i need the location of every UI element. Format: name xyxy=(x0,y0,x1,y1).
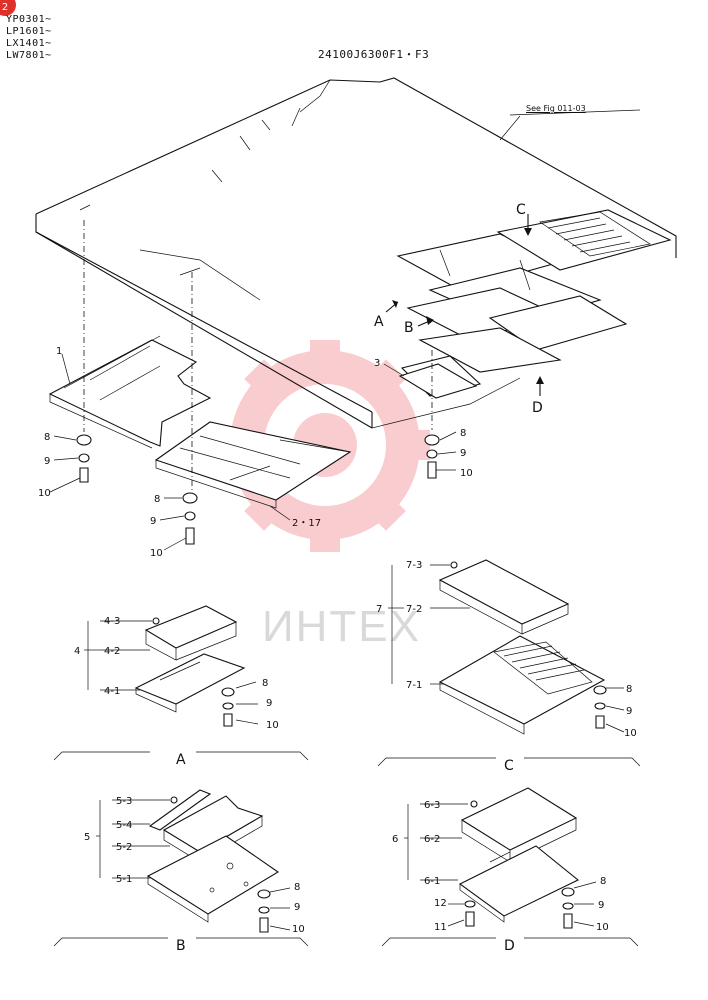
label-d-12: 12 xyxy=(434,898,447,909)
label-part-3: 3 xyxy=(374,358,380,369)
label-6-2: 6-2 xyxy=(424,834,440,845)
serial-range-1: YP0301~ xyxy=(6,14,52,25)
label-5-3: 5-3 xyxy=(116,796,132,807)
label-7-2: 7-2 xyxy=(406,604,422,615)
label-a-10: 10 xyxy=(266,720,279,731)
label-part-8a: 8 xyxy=(44,432,50,443)
label-part-10b: 10 xyxy=(150,548,163,559)
see-figure-reference[interactable]: See Fig 011-03 xyxy=(526,104,586,113)
detail-c: 7-3 7-2 7-1 7 8 9 10 C xyxy=(376,559,641,774)
label-part-9b: 9 xyxy=(150,516,156,527)
arrow-label-b: B xyxy=(404,320,414,336)
serial-range-3: LX1401~ xyxy=(6,38,52,49)
center-lines xyxy=(83,220,433,492)
detail-b: 5-3 5-4 5-2 5-1 5 8 9 10 B xyxy=(53,789,309,954)
detail-d: 6-3 6-2 6-1 6 8 9 10 12 11 D xyxy=(381,787,639,954)
detail-a-title: A xyxy=(176,752,186,768)
label-part-9a: 9 xyxy=(44,456,50,467)
label-a-8: 8 xyxy=(262,678,268,689)
label-d-11: 11 xyxy=(434,922,447,933)
label-b-10: 10 xyxy=(292,924,305,935)
detail-d-title: D xyxy=(504,938,515,954)
label-part-2-17: 2・17 xyxy=(292,518,321,529)
label-5-1: 5-1 xyxy=(116,874,132,885)
serial-range-4: LW7801~ xyxy=(6,50,52,61)
label-part-1: 1 xyxy=(56,346,62,357)
label-b-9: 9 xyxy=(294,902,300,913)
serial-range-2: LP1601~ xyxy=(6,26,52,37)
main-leaders xyxy=(49,353,457,551)
main-hardware xyxy=(76,434,440,545)
label-group-6: 6 xyxy=(392,834,398,845)
document-id: 24100J6300F1・F3 xyxy=(318,48,430,61)
arrow-label-d: D xyxy=(532,400,543,416)
label-4-1: 4-1 xyxy=(104,686,120,697)
label-7-3: 7-3 xyxy=(406,560,422,571)
arrow-label-a: A xyxy=(374,314,384,330)
label-6-3: 6-3 xyxy=(424,800,440,811)
label-7-1: 7-1 xyxy=(406,680,422,691)
detail-a: 4-3 4-2 4-1 4 8 9 10 A xyxy=(53,605,309,768)
label-5-2: 5-2 xyxy=(116,842,132,853)
label-group-4: 4 xyxy=(74,646,80,657)
label-group-7: 7 xyxy=(376,604,382,615)
label-group-5: 5 xyxy=(84,832,90,843)
part-1-bottom-plate xyxy=(48,335,212,449)
see-fig-leader xyxy=(499,115,521,141)
label-d-9: 9 xyxy=(598,900,604,911)
part-2-17-bottom-plate xyxy=(154,421,352,509)
detail-c-title: C xyxy=(504,758,514,774)
label-part-8b: 8 xyxy=(154,494,160,505)
part-3-plate xyxy=(398,363,478,399)
label-part-10c: 10 xyxy=(460,468,473,479)
label-4-2: 4-2 xyxy=(104,646,120,657)
label-d-10: 10 xyxy=(596,922,609,933)
label-part-10a: 10 xyxy=(38,488,51,499)
label-b-8: 8 xyxy=(294,882,300,893)
detail-b-title: B xyxy=(176,938,186,954)
label-a-9: 9 xyxy=(266,698,272,709)
watermark-text: ИНТЕХ xyxy=(262,602,421,651)
label-4-3: 4-3 xyxy=(104,616,120,627)
right-assembly xyxy=(396,209,672,397)
label-d-8: 8 xyxy=(600,876,606,887)
label-part-8c: 8 xyxy=(460,428,466,439)
view-arrows xyxy=(385,214,544,396)
frame-body xyxy=(35,77,677,429)
label-6-1: 6-1 xyxy=(424,876,440,887)
label-c-9: 9 xyxy=(626,706,632,717)
label-c-10: 10 xyxy=(624,728,637,739)
arrow-label-c: C xyxy=(516,202,526,218)
page-badge: 2 xyxy=(0,0,16,16)
label-5-4: 5-4 xyxy=(116,820,132,831)
label-part-9c: 9 xyxy=(460,448,466,459)
label-c-8: 8 xyxy=(626,684,632,695)
